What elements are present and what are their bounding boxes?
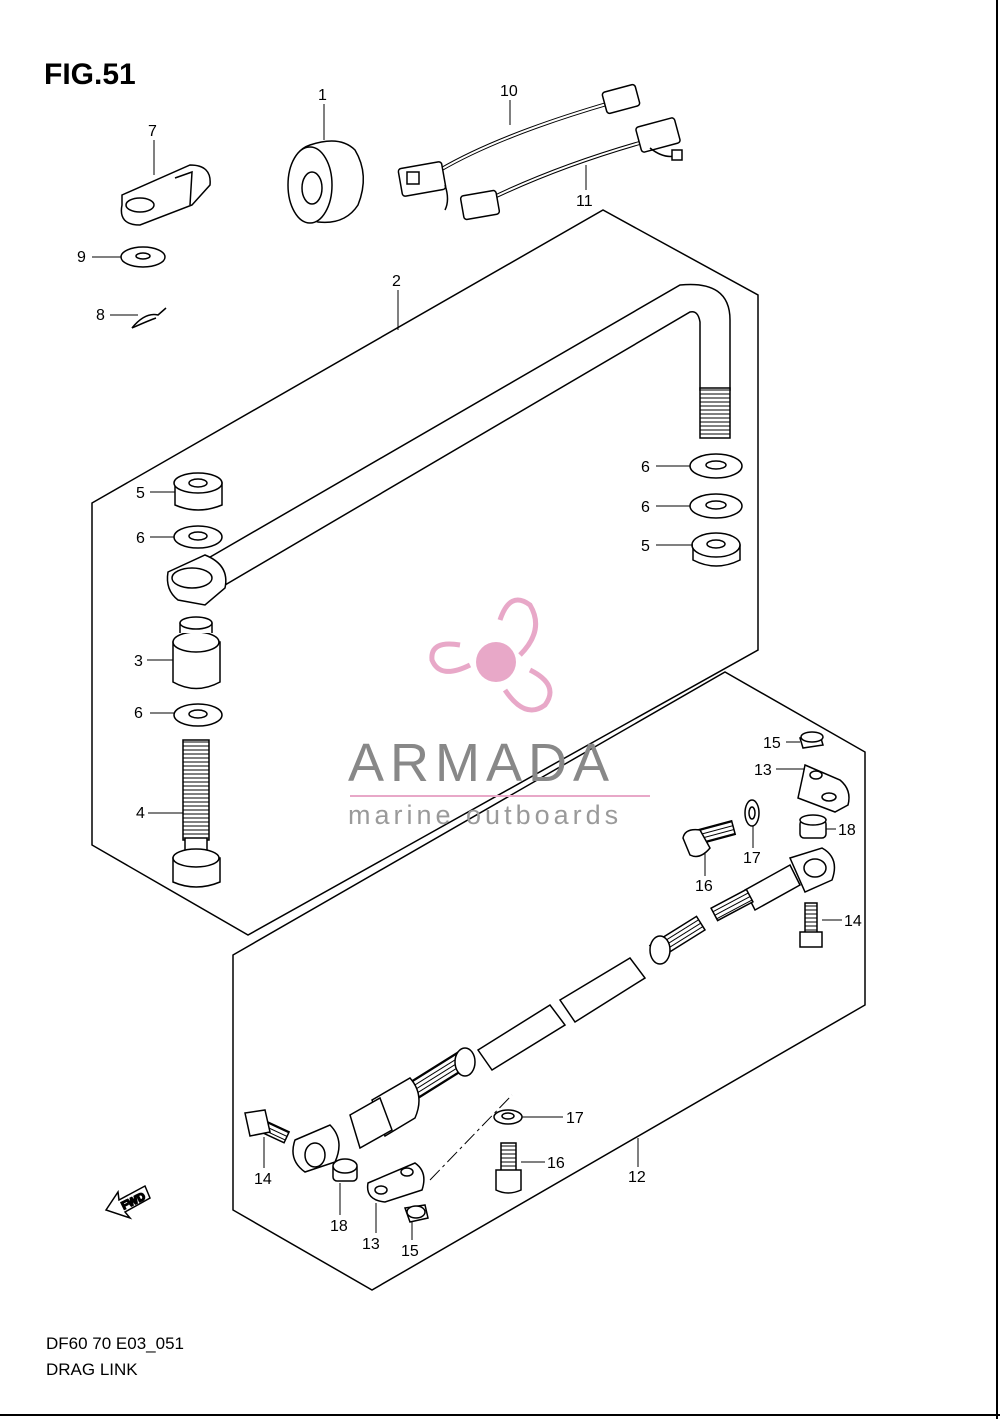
part-5-nut-left	[173, 472, 223, 511]
callout-2: 2	[392, 273, 401, 290]
upper-group-frame	[91, 209, 759, 936]
callout-15-lower: 15	[401, 1243, 419, 1260]
part-5-nut-right	[691, 532, 741, 567]
callout-9: 9	[77, 249, 86, 266]
part-9-washer	[120, 246, 166, 268]
figure-title: FIG.51	[44, 58, 136, 91]
part-10-harness	[397, 83, 641, 211]
callout-5-left: 5	[136, 485, 145, 502]
figure-code: DF60 70 E03_051	[46, 1334, 184, 1353]
callout-5-right: 5	[641, 538, 650, 555]
fwd-arrow-icon: FWD	[104, 1184, 151, 1220]
callout-6-left-upper: 6	[136, 530, 145, 547]
part-13-bracket-upper	[797, 763, 850, 813]
callout-6-right-upper: 6	[641, 459, 650, 476]
page-border-right	[996, 0, 998, 1419]
watermark-divider	[350, 795, 650, 797]
propeller-logo-icon	[429, 597, 553, 713]
callout-16-upper: 16	[695, 878, 713, 895]
part-13-bracket-lower	[366, 1162, 425, 1203]
callout-12: 12	[628, 1169, 646, 1186]
watermark-tagline: marine outboards	[348, 800, 623, 830]
part-17-washer-upper	[744, 799, 760, 827]
callout-17-upper: 17	[743, 850, 761, 867]
callout-17-lower: 17	[566, 1110, 584, 1127]
part-6-washer-right-lower	[689, 493, 743, 519]
callout-10: 10	[500, 83, 518, 100]
callout-18-upper: 18	[838, 822, 856, 839]
callout-13-lower: 13	[362, 1236, 380, 1253]
part-6-washer-right-upper	[689, 453, 743, 479]
assembly-guide-line	[429, 1094, 513, 1181]
part-18-bushing-upper	[799, 814, 827, 839]
part-17-washer-lower	[493, 1109, 523, 1125]
callout-15-upper: 15	[763, 735, 781, 752]
part-15-nut-upper	[799, 731, 824, 749]
fwd-label: FWD	[120, 1191, 148, 1213]
leader-lines	[92, 100, 842, 1240]
callout-6-left-lower: 6	[134, 705, 143, 722]
callout-8: 8	[96, 307, 105, 324]
callout-14-right: 14	[844, 913, 862, 930]
callout-7: 7	[148, 123, 157, 140]
part-16-bolt-upper	[682, 819, 737, 858]
part-4-bolt	[172, 739, 221, 888]
part-15-nut-lower	[403, 1204, 429, 1223]
part-11-harness	[459, 117, 683, 221]
part-1-grommet	[287, 140, 364, 224]
part-7-clamp	[120, 164, 211, 226]
callout-16-lower: 16	[547, 1155, 565, 1172]
part-3-collar	[172, 616, 221, 690]
callout-11: 11	[576, 193, 593, 210]
watermark-brand: ARMADA	[348, 733, 616, 793]
part-12-tie-rod	[292, 847, 836, 1173]
part-6-washer-left-upper	[173, 525, 223, 549]
callout-18-lower: 18	[330, 1218, 348, 1235]
callout-6-right-lower: 6	[641, 499, 650, 516]
callout-4: 4	[136, 805, 145, 822]
lower-group-frame	[232, 671, 866, 1291]
page-border-bottom	[0, 1414, 1000, 1416]
figure-name: DRAG LINK	[46, 1360, 138, 1379]
callout-labels: 1 2 3 4 5 5 6 6 6 6 7 8 9 10 11 12 13 13…	[77, 83, 862, 1260]
part-14-bolt-left	[244, 1109, 291, 1144]
part-2-drag-link-bar	[166, 283, 731, 606]
callout-13-upper: 13	[754, 762, 772, 779]
part-18-bushing-lower	[332, 1158, 358, 1182]
callout-14-left: 14	[254, 1171, 272, 1188]
part-14-bolt-right	[799, 902, 823, 948]
part-8-cotter-pin	[131, 307, 167, 329]
callout-1: 1	[318, 87, 327, 104]
callout-3: 3	[134, 653, 143, 670]
part-16-bolt-lower	[495, 1142, 522, 1194]
part-6-washer-left-lower	[173, 703, 223, 727]
